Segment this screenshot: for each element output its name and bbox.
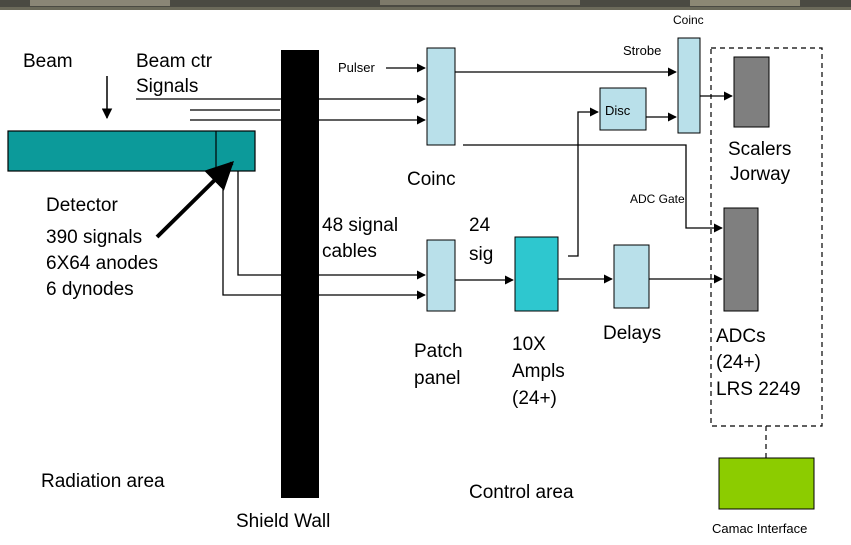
amps-label-3: (24+): [512, 388, 557, 409]
beam-ctr-signal-lines: [136, 99, 425, 120]
beam-ctr-label-1: Beam ctr: [136, 51, 213, 72]
adcs-label-2: (24+): [716, 352, 761, 373]
coinc-top-label: Coinc: [673, 13, 704, 27]
cables-label-1: 48 signal: [322, 215, 398, 236]
amps-label-2: Ampls: [512, 361, 565, 382]
coinc-box: [427, 48, 455, 145]
pulser-label: Pulser: [338, 60, 376, 75]
detector-label-2: 390 signals: [46, 227, 142, 248]
coinc-label: Coinc: [407, 169, 456, 190]
disc-label: Disc: [605, 103, 631, 118]
sig24-label-1: 24: [469, 215, 491, 236]
delays-label: Delays: [603, 323, 661, 344]
camac-interface-box: [719, 458, 814, 509]
delays-box: [614, 245, 649, 308]
cables-label-2: cables: [322, 241, 377, 262]
detector-label-1: Detector: [46, 195, 118, 216]
detector-label-4: 6 dynodes: [46, 279, 134, 300]
scalers-label-1: Scalers: [728, 139, 791, 160]
detector-pointer-arrow: [157, 163, 232, 237]
scalers-label-2: Jorway: [730, 164, 791, 185]
control-area-label: Control area: [469, 482, 574, 503]
sig24-label-2: sig: [469, 244, 493, 265]
shield-wall-label: Shield Wall: [236, 511, 330, 532]
radiation-area-label: Radiation area: [41, 471, 165, 492]
patch-label-1: Patch: [414, 341, 463, 362]
amps-label-1: 10X: [512, 334, 546, 355]
coinc-strobe-box: [678, 38, 700, 133]
shield-wall: [281, 50, 319, 498]
scalers-module: [734, 57, 769, 127]
detector-block: [8, 131, 255, 171]
detector-label-3: 6X64 anodes: [46, 253, 158, 274]
adcs-label-3: LRS 2249: [716, 379, 801, 400]
header-photo-strip: [0, 0, 851, 10]
adc-gate-label: ADC Gate: [630, 192, 685, 206]
strobe-label: Strobe: [623, 43, 661, 58]
camac-interface-label: Camac Interface: [712, 521, 807, 536]
adc-module: [724, 208, 758, 311]
adcs-label-1: ADCs: [716, 326, 766, 347]
beam-ctr-label-2: Signals: [136, 76, 198, 97]
patch-panel-box: [427, 240, 455, 311]
amplifier-box: [515, 237, 558, 311]
beam-label: Beam: [23, 51, 73, 72]
patch-label-2: panel: [414, 368, 461, 389]
